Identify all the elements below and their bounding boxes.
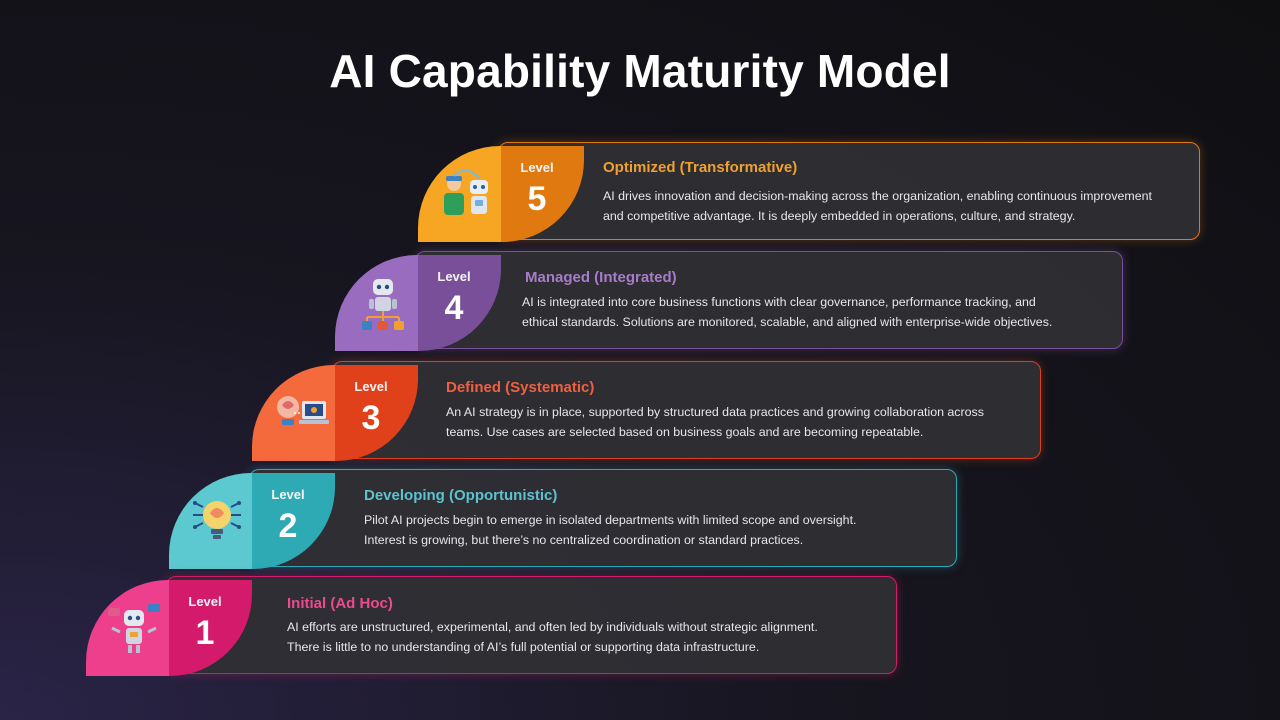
description-line: and competitive advantage. It is deeply … — [603, 209, 1076, 223]
level-2-row: Level 2 Developing (Opportunistic) Pilot… — [0, 469, 1280, 569]
level-description: AI drives innovation and decision-making… — [603, 186, 1203, 226]
level-4-row: Level 4 Managed (Integrated) AI is integ… — [0, 251, 1280, 351]
level-card — [415, 251, 1123, 349]
description-line: ethical standards. Solutions are monitor… — [522, 315, 1053, 329]
level-label: Level — [354, 379, 388, 394]
level-number: 1 — [195, 614, 215, 652]
description-line: An AI strategy is in place, supported by… — [446, 405, 984, 419]
page-title: AI Capability Maturity Model — [329, 45, 951, 97]
level-card — [166, 576, 897, 674]
level-heading: Optimized (Transformative) — [603, 159, 798, 176]
level-number: 3 — [361, 399, 381, 437]
level-number: 5 — [527, 180, 547, 218]
chat-robot-icon — [108, 604, 160, 653]
level-label: Level — [271, 487, 305, 502]
level-label: Level — [437, 269, 471, 284]
description-line: Interest is growing, but there’s no cent… — [364, 533, 804, 547]
description-line: AI drives innovation and decision-making… — [603, 189, 1152, 203]
level-heading: Defined (Systematic) — [446, 379, 595, 396]
level-card — [332, 361, 1041, 459]
level-card — [498, 142, 1200, 240]
level-heading: Managed (Integrated) — [525, 269, 677, 286]
level-heading: Developing (Opportunistic) — [364, 487, 558, 504]
description-line: AI efforts are unstructured, experimenta… — [287, 620, 818, 634]
level-description: AI efforts are unstructured, experimenta… — [287, 617, 887, 657]
robot-network-icon — [362, 279, 404, 330]
level-number: 2 — [278, 507, 298, 545]
level-description: AI is integrated into core business func… — [522, 292, 1122, 332]
level-label: Level — [188, 594, 222, 609]
level-5-row: Level 5 Optimized (Transformative) AI dr… — [0, 142, 1280, 242]
ai-lightbulb-icon — [193, 501, 241, 539]
level-1-row: Level 1 Initial (Ad Hoc) AI efforts are … — [0, 576, 1280, 676]
level-number: 4 — [444, 289, 464, 327]
level-card — [249, 469, 957, 567]
level-description: An AI strategy is in place, supported by… — [446, 402, 1046, 442]
level-label: Level — [520, 160, 554, 175]
description-line: There is little to no understanding of A… — [287, 640, 760, 654]
description-line: Pilot AI projects begin to emerge in iso… — [364, 513, 857, 527]
ai-brain-laptop-icon — [277, 396, 329, 425]
description-line: teams. Use cases are selected based on b… — [446, 425, 924, 439]
level-description: Pilot AI projects begin to emerge in iso… — [364, 510, 964, 550]
level-heading: Initial (Ad Hoc) — [287, 595, 393, 612]
level-3-row: Level 3 Defined (Systematic) An AI strat… — [0, 361, 1280, 461]
human-robot-team-icon — [444, 169, 488, 215]
description-line: AI is integrated into core business func… — [522, 295, 1036, 309]
